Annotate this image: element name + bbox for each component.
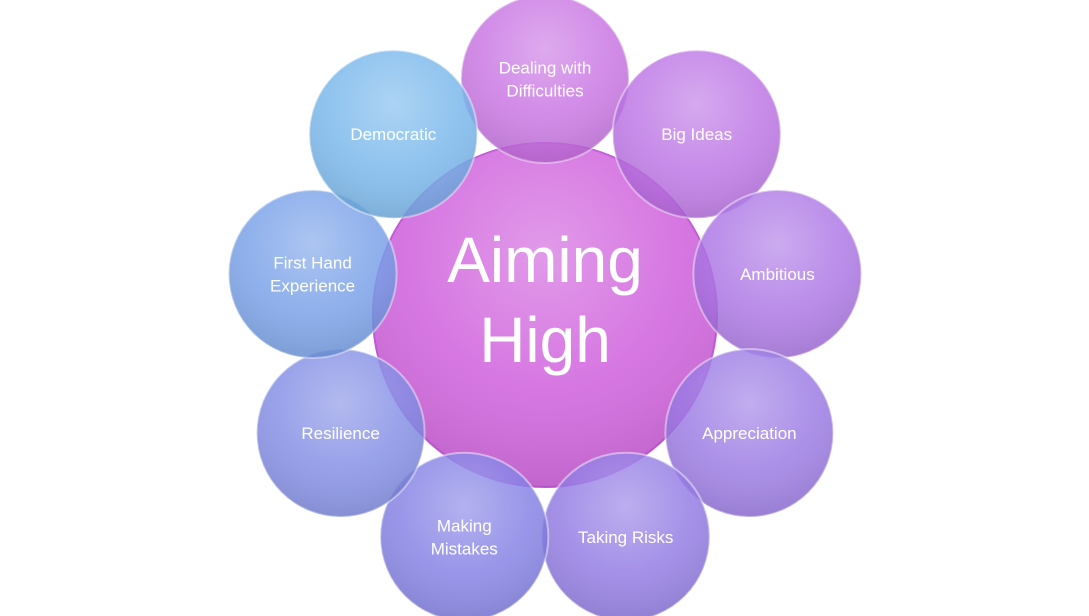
petal-big-ideas-gloss <box>612 50 781 219</box>
petal-first-hand-experience <box>227 189 398 360</box>
petal-making-mistakes-gloss <box>380 452 549 616</box>
petal-making-mistakes <box>379 451 550 616</box>
petal-democratic <box>308 49 479 220</box>
petal-resilience-gloss <box>256 349 425 517</box>
petal-ambitious <box>692 189 863 360</box>
petal-ring <box>227 0 863 616</box>
petal-appreciation-label: Appreciation <box>702 424 797 443</box>
center-title-line: High <box>479 304 611 376</box>
petal-big-ideas-label: Big Ideas <box>661 125 732 144</box>
petal-dealing-with-difficulties <box>460 0 630 164</box>
petal-first-hand-experience-label: Experience <box>270 277 355 296</box>
center-title-line: Aiming <box>447 224 643 296</box>
petal-taking-risks-label: Taking Risks <box>578 528 673 547</box>
center-circle-gloss <box>373 143 717 487</box>
petal-appreciation-gloss <box>665 349 834 517</box>
petal-dealing-with-difficulties-gloss <box>461 0 629 163</box>
petal-big-ideas <box>611 49 782 220</box>
petal-making-mistakes-label: Making <box>437 516 492 535</box>
petal-dealing-with-difficulties-label: Dealing with <box>499 59 592 78</box>
petal-making-mistakes-label: Mistakes <box>431 539 498 558</box>
petal-resilience-label: Resilience <box>301 424 379 443</box>
petal-ambitious-label: Ambitious <box>740 265 815 284</box>
petal-democratic-gloss <box>309 50 478 219</box>
petal-taking-risks <box>540 451 711 616</box>
petal-resilience <box>255 348 426 518</box>
petal-first-hand-experience-gloss <box>228 190 397 359</box>
petal-first-hand-experience-label: First Hand <box>273 254 351 273</box>
petal-appreciation <box>664 348 835 518</box>
petal-dealing-with-difficulties-label: Difficulties <box>506 82 583 101</box>
petal-ambitious-gloss <box>693 190 862 359</box>
petal-democratic-label: Democratic <box>350 125 436 144</box>
petal-taking-risks-gloss <box>541 452 710 616</box>
